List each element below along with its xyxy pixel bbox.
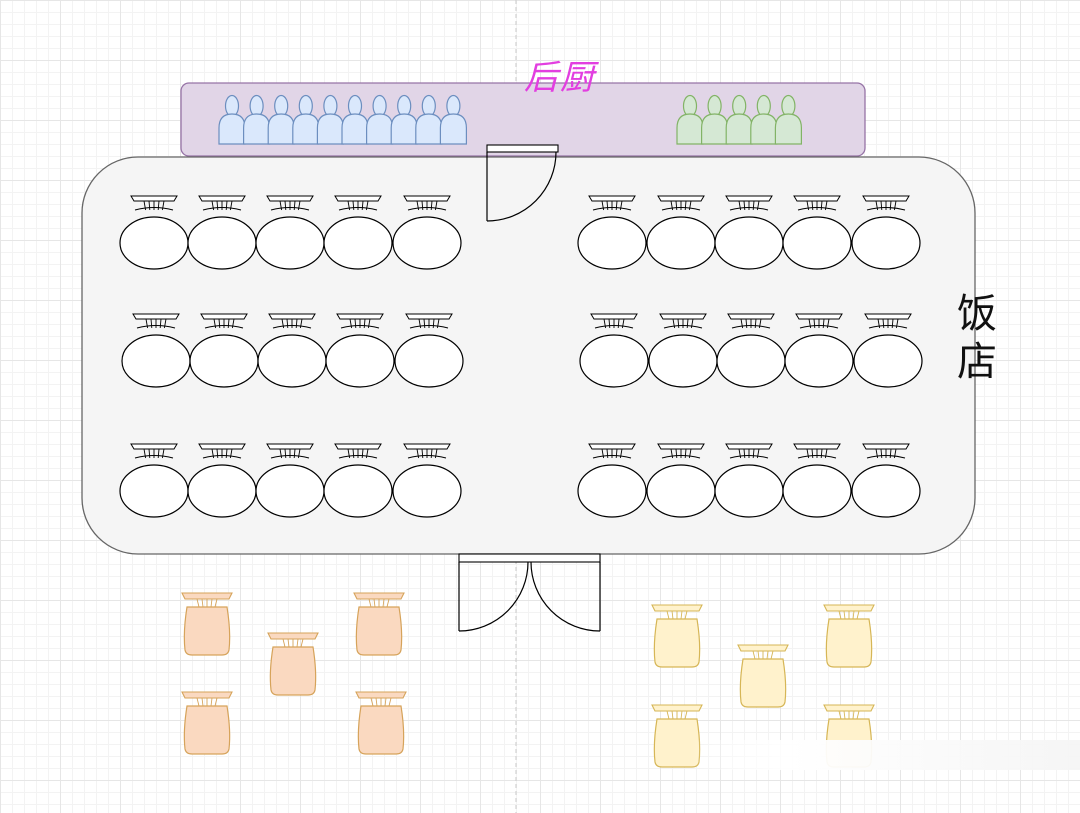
cook-person-icon <box>218 94 246 145</box>
dining-table <box>323 195 393 270</box>
waiting-area <box>181 592 875 768</box>
bottom-fade-overlay <box>690 740 1080 770</box>
waiter-person-icon <box>725 94 753 145</box>
right-waiting-chair <box>823 604 875 668</box>
left-waiting-chair <box>181 592 233 656</box>
entrance-door[interactable] <box>458 553 601 632</box>
right-waiting-chair <box>651 704 703 768</box>
dining-table <box>392 443 462 518</box>
kitchen-label: 后厨 <box>524 58 596 98</box>
dining-table <box>784 313 854 388</box>
cook-person-icon <box>415 94 443 145</box>
dining-table <box>851 443 921 518</box>
left-waiting-chair <box>355 691 407 755</box>
dining-table <box>853 313 923 388</box>
left-waiting-chair <box>181 691 233 755</box>
waiter-person-icon <box>701 94 729 145</box>
dining-table <box>323 443 393 518</box>
waiter-person-icon <box>774 94 802 145</box>
right-waiting-chair <box>651 604 703 668</box>
dining-table <box>119 195 189 270</box>
cook-person-icon <box>341 94 369 145</box>
dining-table <box>325 313 395 388</box>
left-waiting-chair <box>353 592 405 656</box>
dining-table <box>577 443 647 518</box>
kitchen-door[interactable] <box>486 144 559 222</box>
cook-person-icon <box>316 94 344 145</box>
waiter-person-icon <box>676 94 704 145</box>
dining-table <box>187 195 257 270</box>
doors <box>458 144 601 632</box>
cook-person-icon <box>267 94 295 145</box>
dining-table <box>119 443 189 518</box>
dining-table <box>782 195 852 270</box>
dining-table <box>646 443 716 518</box>
dining-table <box>579 313 649 388</box>
dining-table <box>189 313 259 388</box>
kitchen-area[interactable] <box>180 82 866 157</box>
dining-table <box>648 313 718 388</box>
dining-table <box>257 313 327 388</box>
dining-table <box>716 313 786 388</box>
dining-table <box>187 443 257 518</box>
dining-table <box>714 195 784 270</box>
dining-table <box>851 195 921 270</box>
cook-person-icon <box>439 94 467 145</box>
dining-table <box>577 195 647 270</box>
cook-person-icon <box>390 94 418 145</box>
dining-tables <box>119 195 923 518</box>
dining-table <box>255 195 325 270</box>
dining-table <box>782 443 852 518</box>
dining-table <box>646 195 716 270</box>
restaurant-label: 饭店 <box>950 292 996 388</box>
dining-table <box>392 195 462 270</box>
right-waiting-chair <box>737 644 789 708</box>
dining-table <box>255 443 325 518</box>
cook-person-icon <box>366 94 394 145</box>
left-waiting-chair <box>267 632 319 696</box>
dining-table <box>394 313 464 388</box>
